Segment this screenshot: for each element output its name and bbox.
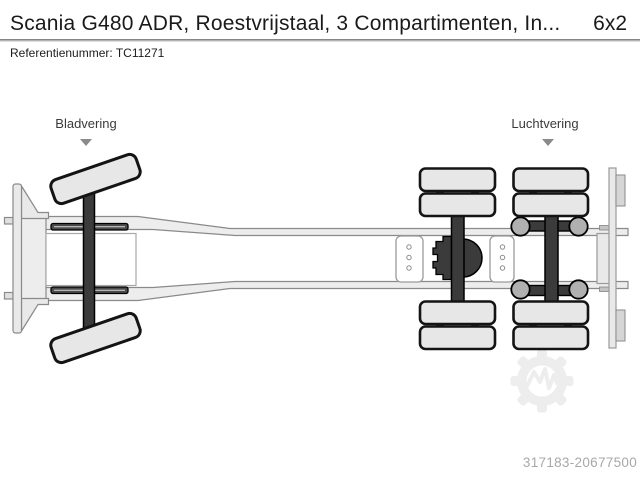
drive-tire <box>418 192 497 218</box>
down-arrow-icon <box>80 139 92 146</box>
tow-tab-bottom <box>3 291 14 300</box>
photo-id: 317183-20677500 <box>522 455 637 470</box>
front-wheel-top <box>49 152 142 206</box>
rear-suspension-label: Luchtvering <box>511 116 579 131</box>
tag-tire <box>512 167 590 193</box>
front-bumper-group <box>12 183 50 334</box>
panel-hole <box>499 254 506 261</box>
front-suspension-label: Bladvering <box>55 116 117 131</box>
front-axle <box>82 171 96 346</box>
axle-configuration: 6x2 <box>593 12 627 35</box>
tag-axle <box>544 212 559 305</box>
rear-pad-top <box>615 174 626 207</box>
diff-housing <box>432 235 453 281</box>
crossmember-panels <box>395 235 515 283</box>
panel-hole <box>499 265 506 271</box>
air-bellow <box>510 216 531 237</box>
drive-tire <box>418 325 497 351</box>
panel-hole <box>499 244 506 250</box>
rear-tires <box>418 167 590 351</box>
down-arrow-icon <box>542 139 554 146</box>
panel-hole <box>406 254 412 261</box>
tag-tire <box>512 300 590 326</box>
rear-bracket <box>608 167 617 349</box>
reference-number: Referentienummer: TC11271 <box>10 46 165 60</box>
tow-tab-top <box>3 216 14 225</box>
rear-pad-bottom <box>615 309 626 342</box>
air-bellow <box>568 216 589 237</box>
drive-axle <box>450 213 465 304</box>
rear-crossmember <box>596 232 611 285</box>
drive-tire <box>418 167 497 193</box>
drive-tire <box>418 300 497 326</box>
air-bellow <box>568 279 589 300</box>
tag-axle-group <box>510 212 589 305</box>
front-axle-group <box>49 152 142 365</box>
tag-tire <box>512 325 590 351</box>
front-wheel-bottom <box>49 311 142 365</box>
air-bellow <box>510 279 531 300</box>
front-bracket-top <box>20 183 50 220</box>
page-title: Scania G480 ADR, Roestvrijstaal, 3 Compa… <box>10 12 561 35</box>
rear-end-group <box>596 167 626 349</box>
tag-tire <box>512 192 590 218</box>
header-divider <box>0 39 640 42</box>
panel-hole <box>406 244 412 250</box>
front-bumper <box>12 183 23 334</box>
front-bracket-bottom <box>20 297 50 334</box>
watermark-gear-icon <box>510 349 574 413</box>
drive-axle-group <box>432 213 483 304</box>
panel-hole <box>406 265 412 271</box>
front-crossmember <box>20 217 47 300</box>
